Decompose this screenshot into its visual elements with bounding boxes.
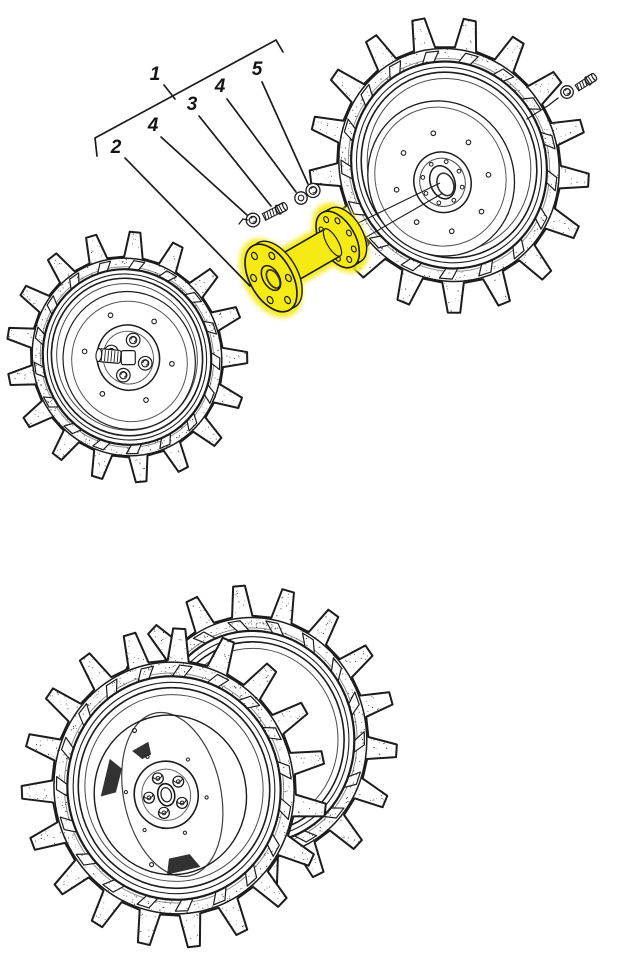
callout-4-upper: 4 bbox=[214, 76, 226, 97]
leader-1 bbox=[163, 84, 176, 100]
callout-2: 2 bbox=[110, 137, 122, 158]
callout-5: 5 bbox=[252, 59, 263, 80]
wheel-spacer-highlighted bbox=[239, 202, 369, 318]
hub bbox=[62, 290, 196, 431]
hub bbox=[93, 711, 248, 878]
callout-3: 3 bbox=[187, 94, 198, 115]
flanged-nut bbox=[305, 182, 321, 199]
callout-4-lower: 4 bbox=[147, 115, 159, 136]
inner-dual-wheel bbox=[20, 627, 327, 949]
hook-nut bbox=[238, 218, 249, 225]
axis-line-upper bbox=[351, 182, 441, 227]
mounting-hardware-right bbox=[560, 72, 598, 99]
leader-3 bbox=[198, 115, 272, 207]
left-wheel bbox=[6, 230, 249, 484]
alignment-lines bbox=[351, 182, 444, 245]
leader-2 bbox=[124, 157, 251, 287]
callouts: 1 2 4 3 4 5 bbox=[94, 38, 309, 287]
callout-1: 1 bbox=[150, 64, 161, 85]
hex-bolt bbox=[574, 72, 598, 92]
spline-shaft-stub bbox=[95, 348, 122, 364]
hook-top-washer bbox=[526, 97, 559, 120]
flanged-nut bbox=[245, 212, 261, 228]
leader-4-upper bbox=[226, 98, 297, 193]
leader-5 bbox=[261, 81, 309, 185]
pointer-hooks bbox=[238, 97, 559, 225]
flanged-nut bbox=[560, 85, 574, 99]
exploded-view: 1 2 4 3 4 5 bbox=[6, 17, 598, 484]
bracket-item-1 bbox=[94, 38, 284, 157]
hub bbox=[367, 100, 516, 257]
leader-4-lower bbox=[160, 136, 248, 216]
hex-bolt bbox=[261, 201, 288, 221]
axis-line-lower bbox=[353, 192, 444, 245]
right-wheel bbox=[308, 17, 590, 314]
mounting-hardware-left bbox=[245, 182, 321, 228]
assembled-dual-wheels-view bbox=[20, 584, 398, 949]
flat-washer bbox=[294, 191, 308, 205]
